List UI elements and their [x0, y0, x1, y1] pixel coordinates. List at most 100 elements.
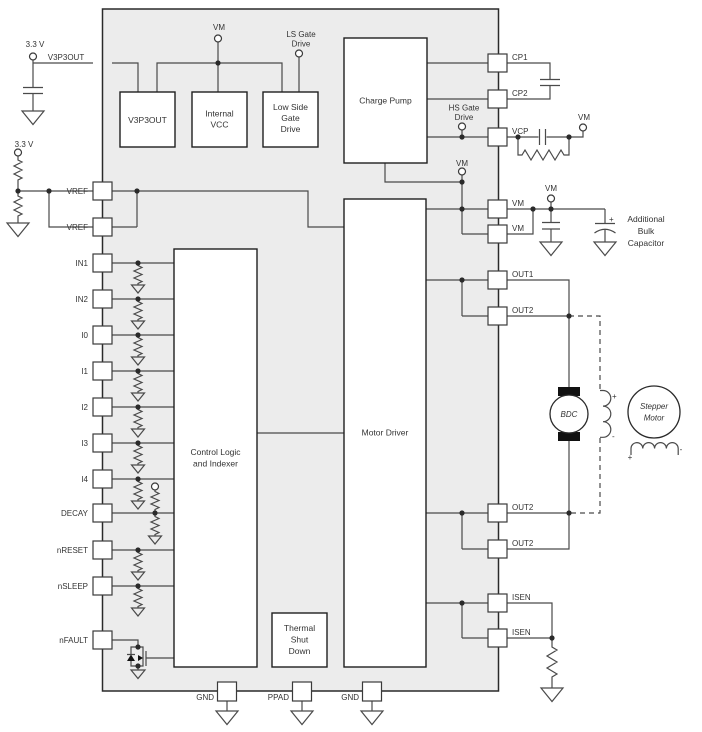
- block-control-logic: Control Logic and Indexer: [173, 248, 258, 668]
- stepper-motor-label-1: Stepper: [640, 402, 668, 411]
- pin-label-in1: IN1: [76, 259, 89, 268]
- pin-box-gnd-2: [361, 681, 383, 702]
- pin-label-nreset: nRESET: [57, 546, 88, 555]
- winding2-minus-label: -: [680, 445, 683, 454]
- block-low-side-gate-drive: Low Side Gate Drive: [262, 91, 319, 148]
- pin-box-i4: [92, 469, 113, 489]
- bulk-cap-note-2: Bulk: [638, 226, 655, 236]
- block-lsgd-label-2: Gate: [281, 113, 300, 123]
- wires-dashed-stepper-option: [569, 315, 601, 514]
- left-pin-boxes: [92, 181, 113, 650]
- pin-box-in1: [92, 253, 113, 273]
- pin-label-nsleep: nSLEEP: [58, 582, 88, 591]
- ground-icons: [5, 110, 618, 726]
- pin-label-out2-b: OUT2: [512, 503, 534, 512]
- block-v3p3out: V3P3OUT: [119, 91, 176, 148]
- bottom-pin-labels: GND PPAD GND: [196, 693, 359, 702]
- terminal-vm-vcp-label: VM: [578, 113, 590, 122]
- pin-label-gnd-1: GND: [196, 693, 214, 702]
- block-thermal-label-2: Shut: [291, 635, 309, 645]
- block-internal-vcc-label-1: Internal: [205, 109, 233, 119]
- bdc-motor-icon: BDC: [549, 387, 589, 441]
- pin-label-gnd-2: GND: [341, 693, 359, 702]
- block-internal-vcc: Internal VCC: [191, 91, 248, 148]
- winding-plus-label: +: [612, 392, 617, 401]
- pin-box-ppad: [291, 681, 313, 702]
- terminal-3v3-top-label: 3.3 V: [26, 40, 45, 49]
- bulk-cap-plus-label: +: [609, 215, 614, 224]
- terminal-circle-icons: [13, 34, 588, 491]
- terminal-3v3-vref-label: 3.3 V: [15, 140, 34, 149]
- pin-label-isen-1: ISEN: [512, 593, 531, 602]
- block-thermal-label-1: Thermal: [284, 623, 315, 633]
- pin-label-isen-2: ISEN: [512, 628, 531, 637]
- pin-label-vref-1: VREF: [67, 187, 88, 196]
- terminal-decay-divider-icon: [150, 482, 160, 491]
- left-pin-labels: VREF VREF IN1 IN2 I0 I1 I2 I3 I4 DECAY n…: [57, 187, 89, 645]
- block-charge-pump-label: Charge Pump: [359, 96, 412, 106]
- pin-box-out1: [487, 270, 508, 290]
- resistor-icons: [12, 137, 570, 688]
- stepper-motor-label-2: Motor: [644, 414, 665, 423]
- bulk-cap-note-3: Capacitor: [628, 238, 665, 248]
- pin-label-i0: I0: [81, 331, 88, 340]
- junction-dots: [15, 60, 572, 669]
- pin-label-cp1: CP1: [512, 53, 528, 62]
- pin-label-in2: IN2: [76, 295, 89, 304]
- block-motor-driver-label: Motor Driver: [362, 428, 409, 438]
- pin-box-isen-1: [487, 593, 508, 613]
- bottom-pin-boxes: [216, 681, 383, 702]
- terminal-vm-charge-pump-label: VM: [456, 159, 468, 168]
- winding-minus-label: -: [612, 432, 615, 441]
- pin-label-i2: I2: [81, 403, 88, 412]
- pin-box-nsleep: [92, 576, 113, 596]
- pin-box-out2-b: [487, 503, 508, 523]
- net-label-v3p3out: V3P3OUT: [48, 53, 85, 62]
- bulk-capacitor-curved-plate: [594, 228, 616, 234]
- pin-label-ppad: PPAD: [268, 693, 289, 702]
- terminal-vm-top-label: VM: [213, 23, 225, 32]
- right-pin-boxes: [487, 53, 508, 648]
- winding2-plus-label: +: [628, 453, 633, 462]
- terminal-vm-supply-icon: [546, 194, 556, 203]
- pin-label-vm-1: VM: [512, 199, 524, 208]
- block-internal-vcc-label-2: VCC: [211, 120, 229, 130]
- terminal-hs-gate-drive-label-2: Drive: [455, 113, 474, 122]
- pin-box-gnd-1: [216, 681, 238, 702]
- stepper-winding-coil-icon: [600, 389, 612, 438]
- pin-box-cp2: [487, 89, 508, 109]
- pin-label-out2-a: OUT2: [512, 306, 534, 315]
- pin-box-nreset: [92, 540, 113, 560]
- terminal-vm-charge-pump-icon: [457, 167, 467, 176]
- pin-box-vm-2: [487, 224, 508, 244]
- pin-label-i1: I1: [81, 367, 88, 376]
- terminal-ls-gate-drive-icon: [294, 49, 304, 58]
- terminal-vm-top-icon: [213, 34, 223, 43]
- pin-label-cp2: CP2: [512, 89, 528, 98]
- wires-solid: [17, 42, 606, 711]
- pin-box-i2: [92, 397, 113, 417]
- pin-label-out2-c: OUT2: [512, 539, 534, 548]
- pin-label-decay: DECAY: [61, 509, 89, 518]
- pin-label-nfault: nFAULT: [59, 636, 88, 645]
- pin-label-vm-2: VM: [512, 224, 524, 233]
- pin-box-in2: [92, 289, 113, 309]
- pin-box-i1: [92, 361, 113, 381]
- terminal-vm-supply-label: VM: [545, 184, 557, 193]
- block-v3p3out-label: V3P3OUT: [128, 115, 167, 125]
- pin-label-vref-2: VREF: [67, 223, 88, 232]
- block-motor-driver: Motor Driver: [343, 198, 427, 668]
- pin-box-isen-2: [487, 628, 508, 648]
- pin-box-vm-1: [487, 199, 508, 219]
- terminal-3v3-top-icon: [28, 52, 38, 61]
- block-lsgd-label-3: Drive: [281, 124, 301, 134]
- pin-box-i3: [92, 433, 113, 453]
- block-thermal-shutdown: Thermal Shut Down: [271, 612, 328, 668]
- block-thermal-label-3: Down: [289, 646, 311, 656]
- pin-label-vcp: VCP: [512, 127, 528, 136]
- pin-label-out1: OUT1: [512, 270, 534, 279]
- terminal-vm-vcp-icon: [578, 123, 588, 132]
- bulk-cap-note-1: Additional: [627, 214, 664, 224]
- stepper-winding2-coil-icon: [630, 442, 679, 455]
